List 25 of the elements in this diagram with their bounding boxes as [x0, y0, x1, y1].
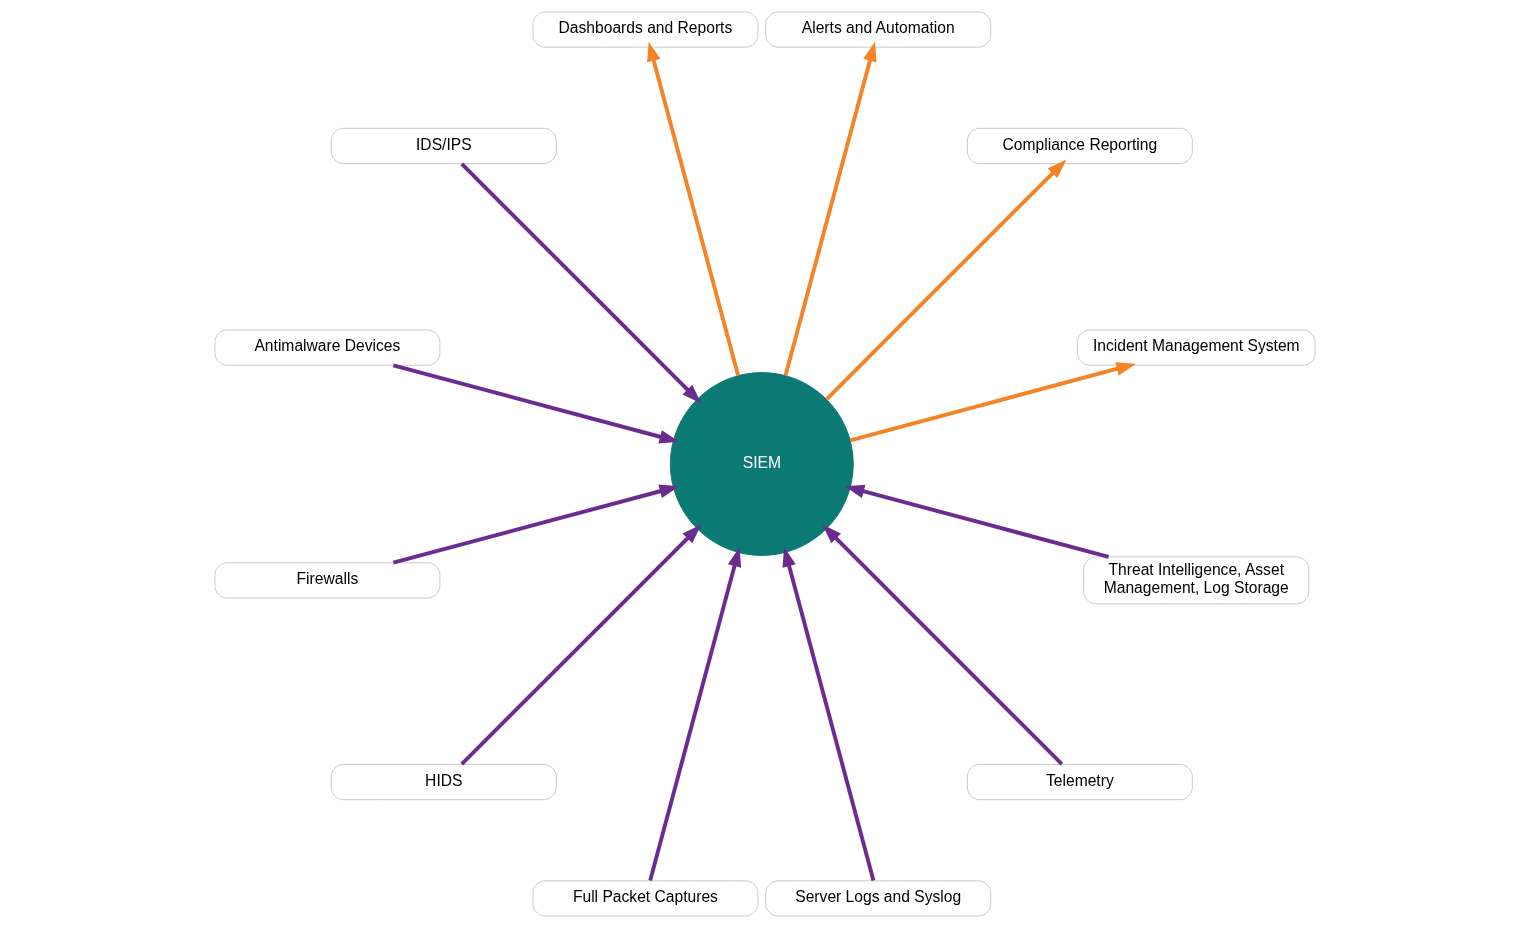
- arrow: [825, 159, 1067, 401]
- node-box: Incident Management System: [1076, 329, 1316, 366]
- node-box: IDS/IPS: [330, 127, 557, 165]
- node-box: Alerts and Automation: [765, 11, 992, 48]
- node-box: Firewalls: [214, 562, 441, 599]
- node-box: Server Logs and Syslog: [765, 880, 992, 917]
- node-box: Threat Intelligence, Asset Management, Log Storage: [1083, 556, 1310, 605]
- arrow: [647, 41, 740, 377]
- node-box: Antimalware Devices: [214, 329, 441, 366]
- arrow: [460, 524, 702, 766]
- node-box: Dashboards and Reports: [532, 11, 759, 48]
- arrow: [392, 484, 680, 565]
- node-box: Full Packet Captures: [532, 880, 759, 917]
- arrow: [849, 362, 1136, 443]
- node-box: Compliance Reporting: [966, 127, 1193, 165]
- node-box: HIDS: [330, 763, 557, 801]
- arrow: [782, 547, 876, 882]
- node-circle: SIEM: [669, 372, 854, 556]
- arrow: [844, 484, 1110, 559]
- arrow: [822, 524, 1064, 766]
- arrow: [648, 547, 742, 882]
- node-box: Telemetry: [966, 763, 1193, 801]
- arrow: [392, 363, 680, 444]
- arrow: [460, 162, 702, 404]
- arrow: [783, 41, 877, 377]
